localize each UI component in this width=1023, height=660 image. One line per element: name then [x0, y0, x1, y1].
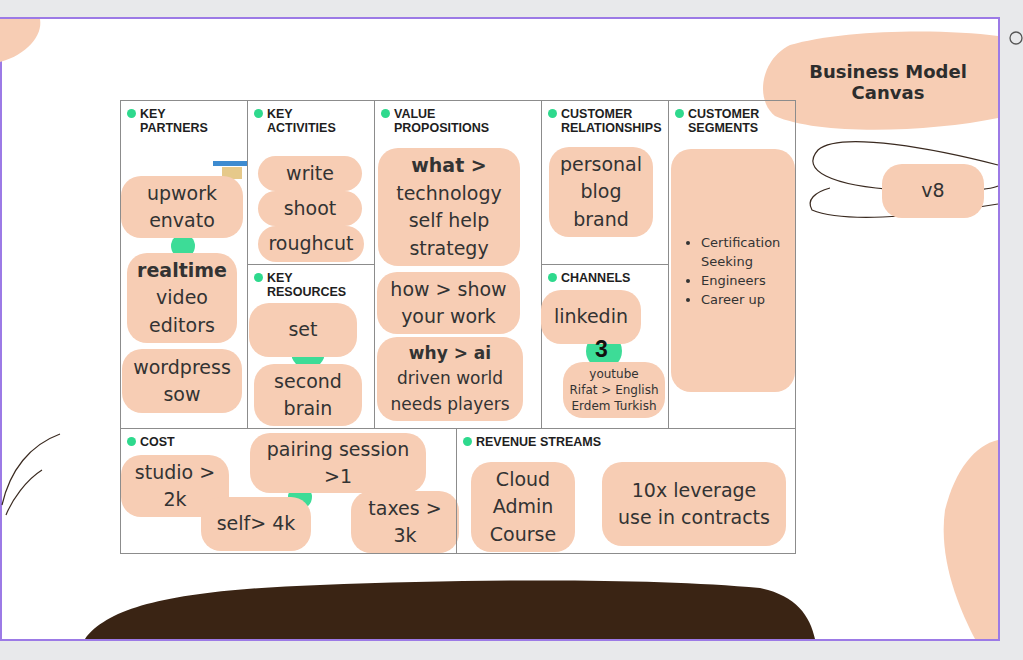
note-text: Rifat > English	[566, 382, 662, 398]
section-heading: VALUE PROPOSITIONS	[375, 107, 498, 135]
sticky-note: second brain	[254, 364, 362, 426]
sticky-note: what > technology self help strategy	[378, 148, 520, 266]
sticky-note-list: Certification SeekingEngineersCareer up	[671, 149, 795, 392]
canvas-section: VALUE PROPOSITIONS what > technology self…	[374, 100, 542, 429]
sticky-note: upwork envato	[121, 176, 243, 238]
canvas-section: REVENUE STREAMS Cloud Admin Course 10x lev…	[456, 428, 796, 554]
note-text: personal blog brand	[555, 151, 647, 234]
note-text: set	[255, 316, 351, 344]
note-text: Erdem Turkish	[566, 398, 662, 414]
note-text: why > ai driven world needs players	[387, 341, 513, 418]
corner-blob	[944, 440, 998, 639]
note-text: v8	[888, 177, 978, 205]
sticky-note: shoot	[258, 191, 362, 226]
section-heading: CUSTOMER SEGMENTS	[669, 107, 788, 135]
note-text: self> 4k	[203, 510, 309, 538]
note-text: write	[264, 160, 356, 188]
note-text: shoot	[264, 195, 356, 223]
note-text: linkedin	[547, 303, 635, 331]
sticky-note: why > ai driven world needs players	[377, 337, 523, 421]
list-item: Career up	[701, 290, 791, 309]
canvas-section: KEY PARTNERS upwork envato realtime video …	[120, 100, 248, 429]
note-text: how > show your work	[384, 276, 514, 331]
canvas-section: KEY RESOURCES set second brain	[247, 264, 375, 429]
canvas-section: KEY ACTIVITIES write shoot roughcut	[247, 100, 375, 265]
sticky-note: linkedin	[541, 290, 641, 344]
canvas-section: CUSTOMER SEGMENTS Certification SeekingEn…	[668, 100, 796, 429]
sticky-note: youtubeRifat > EnglishErdem Turkish	[563, 362, 665, 418]
sticky-note: taxes > 3k	[351, 491, 459, 553]
note-text: pairing session >1	[261, 436, 416, 491]
note-text: taxes > 3k	[358, 495, 453, 550]
section-heading: CHANNELS	[542, 271, 666, 285]
section-heading: KEY RESOURCES	[248, 271, 352, 299]
sticky-note: self> 4k	[201, 497, 311, 551]
sticky-note: roughcut	[258, 226, 364, 262]
corner-blob	[0, 19, 40, 62]
sticky-note: v8	[882, 164, 984, 218]
canvas-section: CUSTOMER RELATIONSHIPS personal blog bran…	[541, 100, 669, 265]
title-blob	[763, 31, 998, 129]
note-text: what > technology self help strategy	[385, 152, 513, 262]
sticky-note: wordpress sow	[122, 349, 242, 413]
section-heading: KEY PARTNERS	[121, 107, 225, 135]
note-text: youtube	[566, 366, 662, 382]
callout-number: 3	[595, 338, 608, 361]
bullet-list: Certification SeekingEngineersCareer up	[671, 149, 795, 309]
note-text: roughcut	[264, 230, 358, 258]
note-text: second brain	[261, 368, 356, 423]
canvas-section: COSTstudio > 2kpairing session >1self> 4…	[120, 428, 457, 554]
sticky-note: set	[249, 303, 357, 357]
sticky-note: write	[258, 156, 362, 191]
icon-fragment	[213, 161, 247, 166]
sticky-note: pairing session >1	[250, 433, 426, 493]
note-text: upwork envato	[132, 180, 232, 235]
section-heading: CUSTOMER RELATIONSHIPS	[542, 107, 666, 135]
title-box: Business Model Canvas	[795, 61, 981, 103]
sticky-note: realtime video editors	[127, 253, 237, 343]
note-text: wordpress sow	[128, 354, 236, 409]
sticky-note: 10x leverage use in contracts	[602, 462, 786, 546]
note-text: Cloud Admin Course	[478, 466, 568, 549]
sticky-note: how > show your work	[377, 272, 520, 334]
list-item: Certification Seeking	[701, 233, 791, 271]
note-text: realtime video editors	[132, 257, 232, 340]
sticky-note: personal blog brand	[549, 147, 653, 237]
sticky-note: Cloud Admin Course	[471, 462, 575, 552]
note-text: 10x leverage use in contracts	[615, 477, 773, 532]
brush-stroke	[85, 580, 815, 639]
sketch-arc	[2, 434, 60, 505]
canvas-title: Business Model Canvas	[806, 61, 971, 103]
section-heading: KEY ACTIVITIES	[248, 107, 352, 135]
section-heading: REVENUE STREAMS	[457, 435, 676, 449]
list-item: Engineers	[701, 271, 791, 290]
sketch-arc	[6, 470, 42, 515]
comment-icon	[1010, 32, 1022, 44]
